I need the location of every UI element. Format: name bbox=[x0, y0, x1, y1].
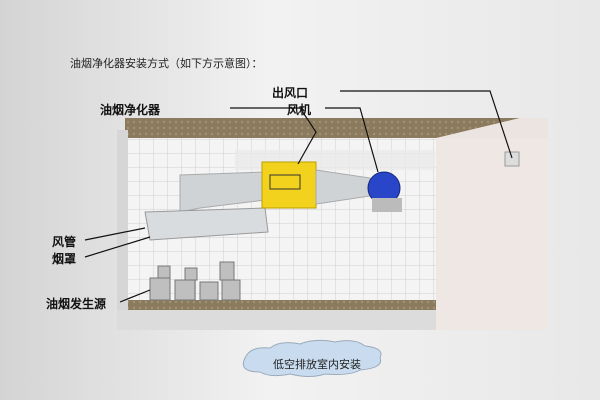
purifier bbox=[261, 161, 317, 209]
label-outlet: 出风口 bbox=[272, 86, 309, 100]
label-purifier: 油烟净化器 bbox=[100, 103, 161, 117]
ceiling bbox=[125, 118, 520, 138]
caption: 低空排放室内安装 bbox=[273, 358, 361, 371]
outlet-box bbox=[504, 151, 520, 167]
hood bbox=[144, 207, 269, 241]
label-source: 油烟发生源 bbox=[46, 297, 107, 311]
label-hood: 烟罩 bbox=[52, 252, 77, 266]
caption-cloud bbox=[242, 339, 382, 377]
left-wall bbox=[117, 130, 128, 330]
leader-lines bbox=[84, 90, 513, 303]
floor bbox=[128, 300, 436, 310]
floor-slab bbox=[117, 310, 436, 330]
label-duct: 风管 bbox=[52, 235, 77, 249]
label-fan: 风机 bbox=[287, 103, 312, 117]
page-title: 油烟净化器安装方式（如下方示意图）： bbox=[70, 57, 263, 70]
stoves bbox=[149, 261, 241, 301]
duct bbox=[179, 171, 266, 213]
